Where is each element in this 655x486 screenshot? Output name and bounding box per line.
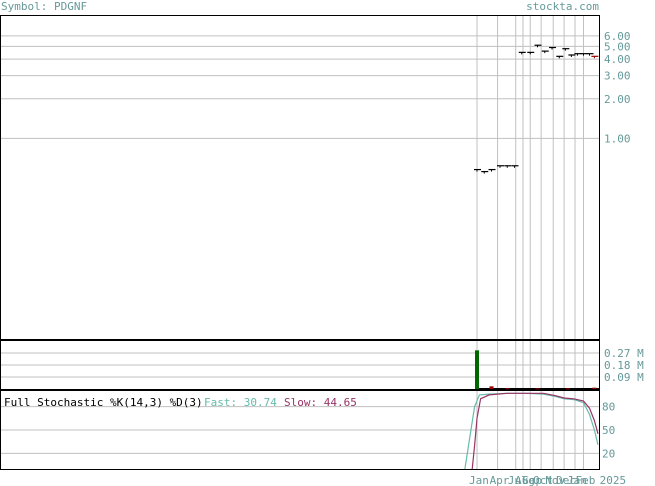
price-panel-frame xyxy=(0,15,600,340)
price-tick-label: 3.00 xyxy=(604,70,631,83)
stochastic-fast-line xyxy=(464,392,599,470)
x-tick-label: Jan xyxy=(469,474,489,486)
price-tick-label: 6.00 xyxy=(604,30,631,43)
price-tick-label: 4.00 xyxy=(604,53,631,66)
x-tick-label: Nov xyxy=(545,474,565,486)
x-tick-label: Jul xyxy=(508,474,528,486)
stochastic-tick-label: 50 xyxy=(602,424,615,437)
x-tick-label: Feb xyxy=(575,474,595,486)
volume-tick-label: 0.09 M xyxy=(604,371,644,384)
stochastic-fast-label: Fast: 30.74 xyxy=(204,396,277,409)
x-tick-label: Aug xyxy=(515,474,535,486)
site-label: stockta.com xyxy=(526,0,599,13)
volume-bar xyxy=(505,388,510,390)
x-tick-label: Apr xyxy=(490,474,510,486)
volume-bar xyxy=(565,388,570,390)
volume-bar xyxy=(535,388,540,390)
volume-tick-label: 0.18 M xyxy=(604,359,644,372)
price-tick-label: 2.00 xyxy=(604,93,631,106)
volume-bar xyxy=(592,387,597,389)
symbol-label: Symbol: PDGNF xyxy=(1,0,88,13)
x-tick-label: Jan xyxy=(567,474,587,486)
x-tick-label: 2025 xyxy=(600,474,627,486)
price-tick-label: 5.00 xyxy=(604,40,631,53)
x-tick-label: Oct xyxy=(533,474,553,486)
x-tick-label: Sep xyxy=(522,474,542,486)
volume-tick-label: 0.27 M xyxy=(604,347,644,360)
stochastic-title: Full Stochastic %K(14,3) %D(3) xyxy=(4,396,203,409)
price-tick-label: 1.00 xyxy=(604,132,631,145)
stochastic-slow-label: Slow: 44.65 xyxy=(284,396,357,409)
stochastic-tick-label: 80 xyxy=(602,401,615,414)
volume-bar xyxy=(489,386,494,389)
stochastic-slow-line xyxy=(471,392,599,470)
x-tick-label: Dec xyxy=(556,474,576,486)
stochastic-tick-label: 20 xyxy=(602,447,615,460)
volume-bar xyxy=(475,350,479,389)
